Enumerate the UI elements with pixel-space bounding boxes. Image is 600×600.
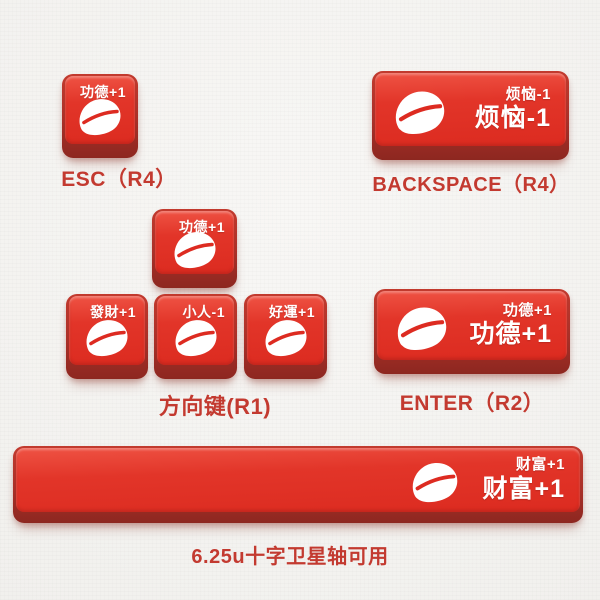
- backspace-keytop: 烦恼-1 烦恼-1: [375, 73, 566, 146]
- keycap-tag-small: 烦恼-1: [505, 85, 551, 103]
- wooden-fish-icon: [172, 226, 218, 269]
- keycap-tag-large: 烦恼-1: [474, 103, 551, 132]
- wooden-fish-icon: [84, 314, 130, 357]
- keycap-tag: 小人-1: [182, 304, 225, 320]
- keycap-tag-small: 财富+1: [515, 455, 565, 473]
- keycap-tag-large: 功德+1: [469, 319, 552, 348]
- backspace-caption: BACKSPACE（R4）: [372, 174, 570, 196]
- spacebar-keycap: 财富+1 财富+1: [13, 446, 583, 523]
- arrow-right-keycap: 好運+1: [244, 294, 327, 379]
- arrow-down-keycap: 小人-1: [154, 294, 237, 379]
- keycap-tag: 功德+1: [80, 84, 126, 100]
- wooden-fish-icon: [77, 94, 123, 137]
- arrow-right-keytop: 好運+1: [247, 296, 324, 365]
- arrow-left-keycap: 發財+1: [66, 294, 148, 379]
- enter-legend: 功德+1 功德+1: [469, 302, 552, 348]
- keycap-tag: 好運+1: [269, 304, 315, 320]
- wooden-fish-icon: [394, 301, 450, 351]
- wooden-fish-icon: [410, 457, 460, 503]
- esc-keytop: 功德+1: [65, 76, 135, 144]
- wooden-fish-icon: [263, 314, 309, 357]
- backspace-keycap: 烦恼-1 烦恼-1: [372, 71, 569, 160]
- esc-caption: ESC（R4）: [61, 168, 177, 191]
- keycap-tag-small: 功德+1: [502, 301, 552, 319]
- spacebar-keytop: 财富+1 财富+1: [16, 448, 580, 512]
- arrow-cluster-caption: 方向键(R1): [158, 394, 272, 419]
- wooden-fish-icon: [392, 85, 448, 135]
- enter-keytop: 功德+1 功德+1: [377, 291, 567, 360]
- arrow-up-keycap: 功德+1: [152, 209, 237, 288]
- arrow-left-keytop: 發財+1: [69, 296, 145, 365]
- arrow-up-keytop: 功德+1: [155, 211, 234, 274]
- enter-caption: ENTER（R2）: [399, 392, 545, 415]
- spacebar-caption: 6.25u十字卫星轴可用: [191, 546, 389, 568]
- enter-keycap: 功德+1 功德+1: [374, 289, 570, 374]
- keycap-tag: 發財+1: [90, 304, 136, 320]
- backspace-legend: 烦恼-1 烦恼-1: [475, 86, 551, 132]
- wooden-fish-icon: [173, 314, 219, 357]
- esc-keycap: 功德+1: [62, 74, 138, 158]
- keycap-tag: 功德+1: [179, 219, 225, 235]
- keycap-tag-large: 财富+1: [482, 474, 565, 503]
- spacebar-legend: 财富+1 财富+1: [482, 455, 565, 503]
- arrow-down-keytop: 小人-1: [157, 296, 234, 365]
